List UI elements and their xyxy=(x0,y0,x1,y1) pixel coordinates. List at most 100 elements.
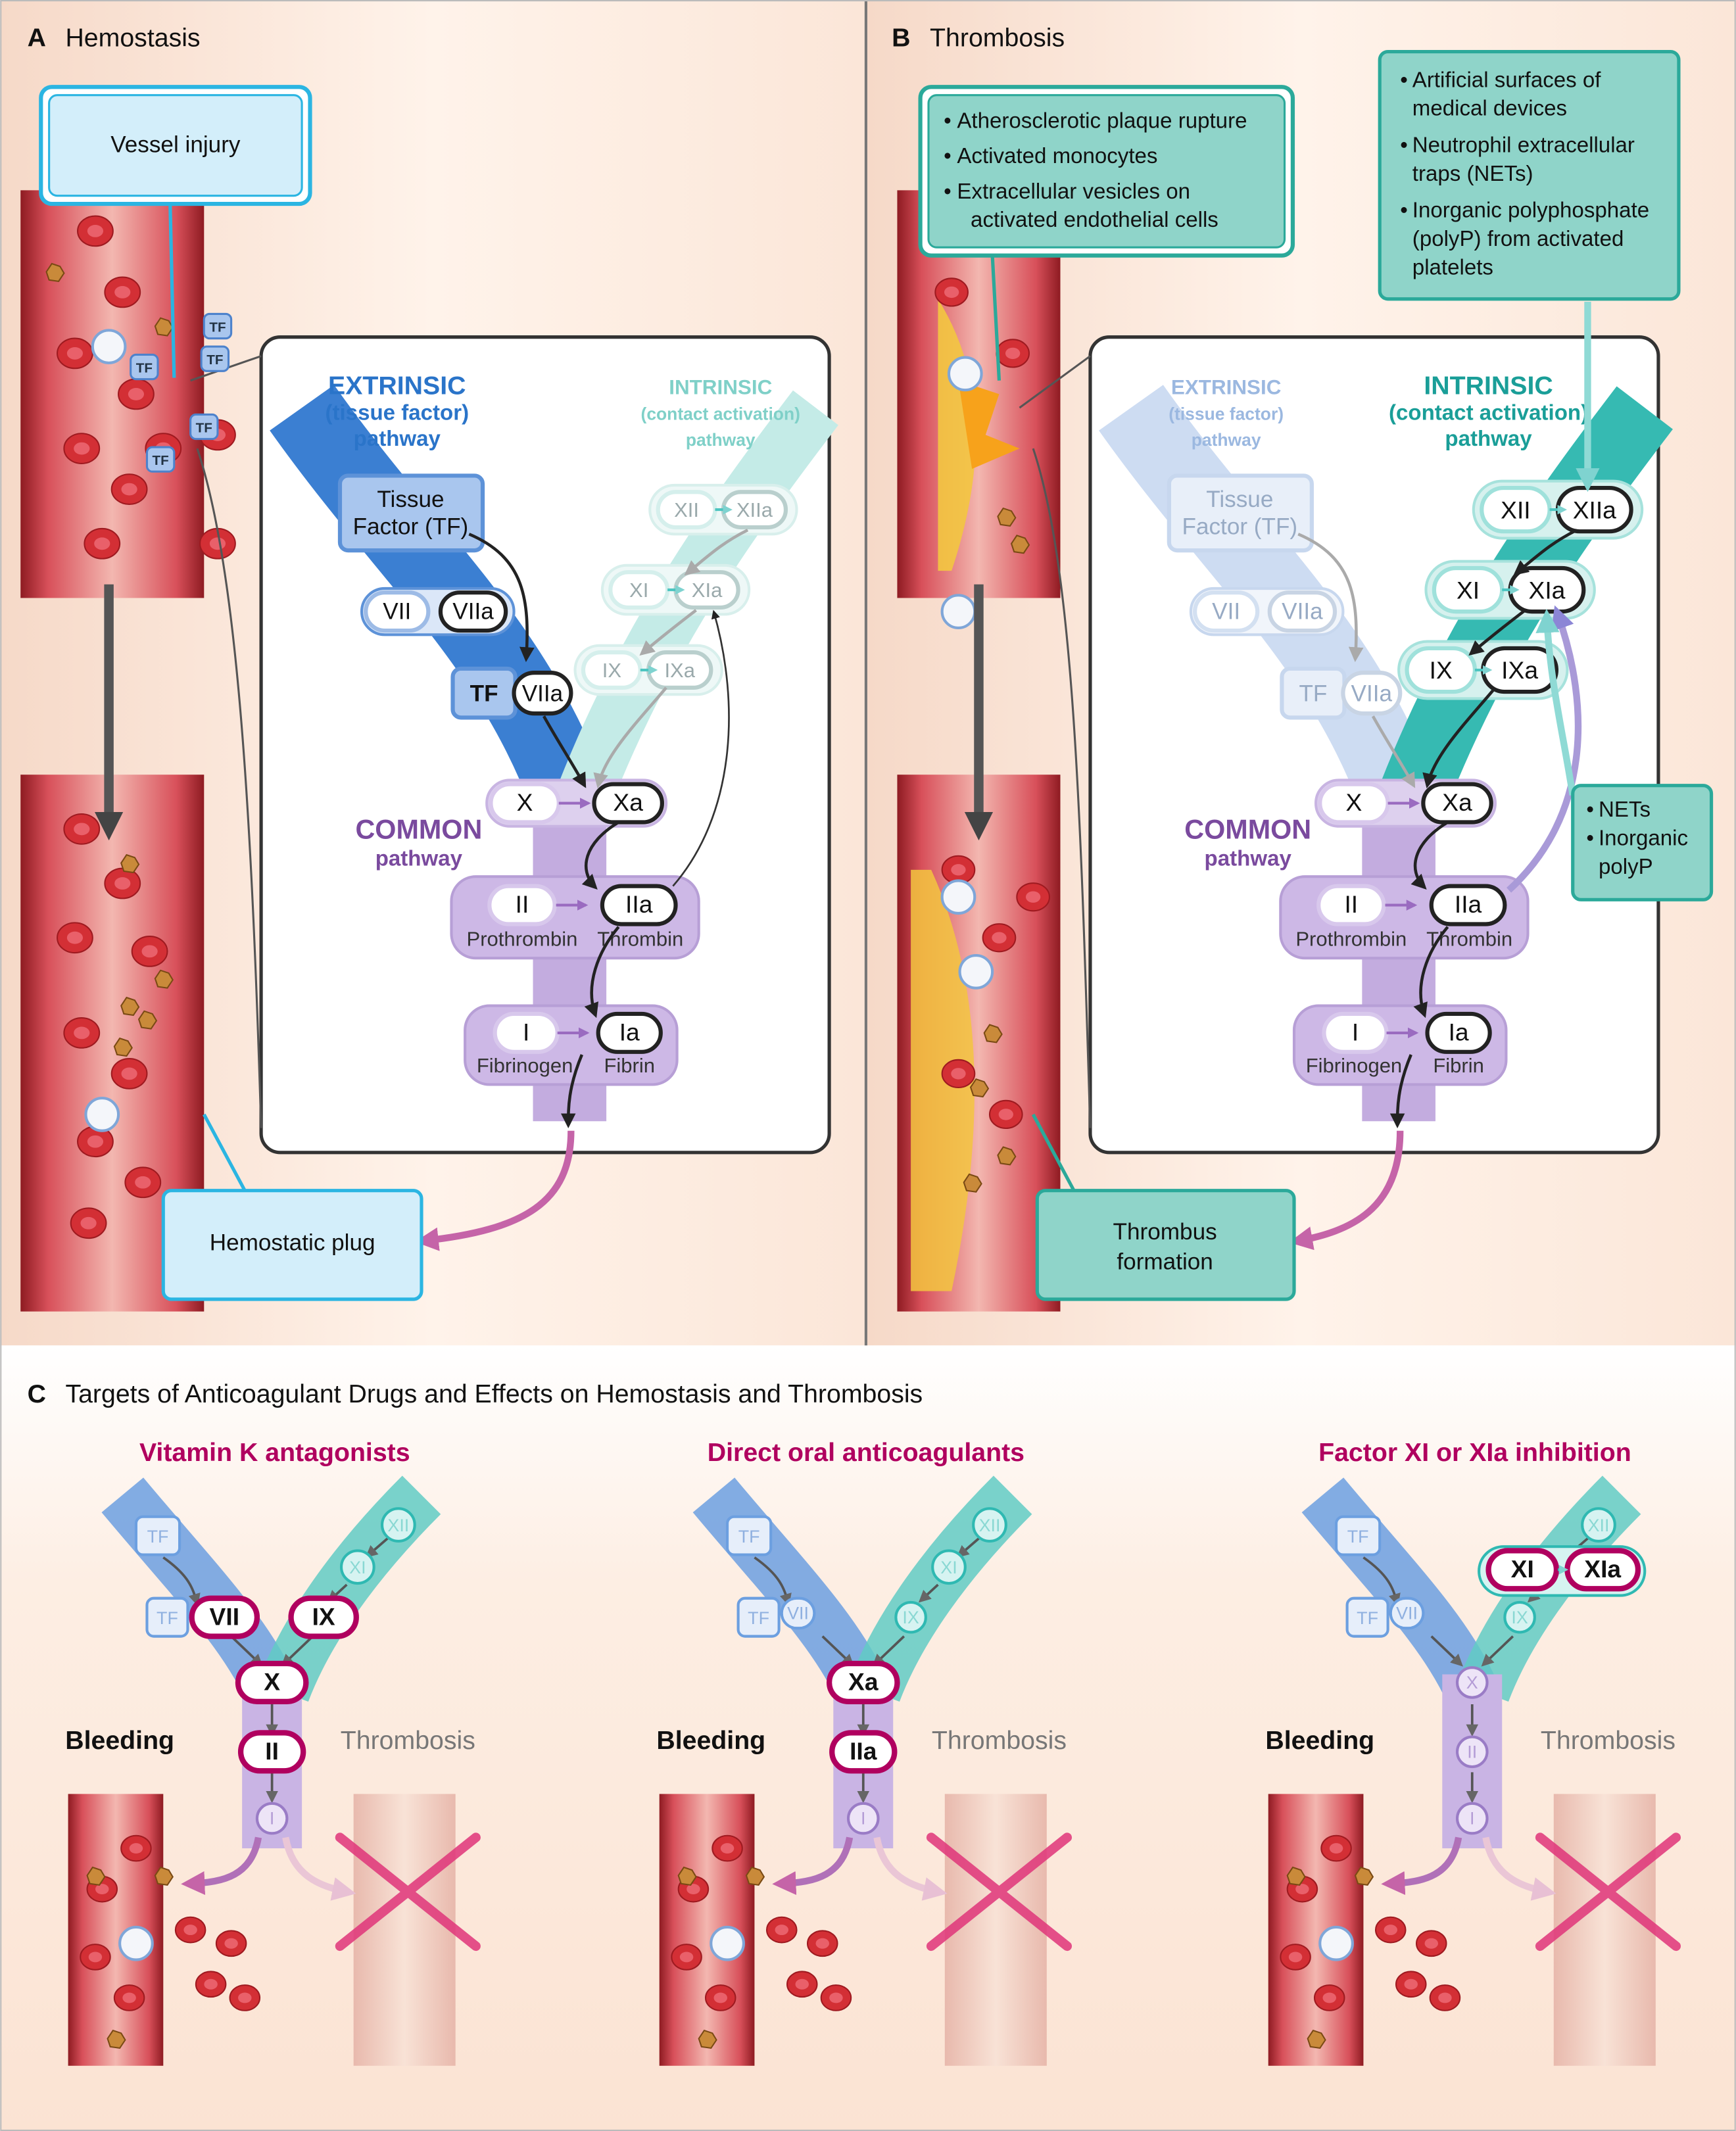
hemostatic-plug-box xyxy=(161,1189,423,1301)
white-blood-cell xyxy=(1318,1925,1354,1961)
intrinsic-subtitle: (contact activation) xyxy=(641,404,800,424)
extrinsic-title: EXTRINSIC xyxy=(328,371,466,400)
factor-iia-shape xyxy=(1429,884,1507,926)
red-blood-cell-center xyxy=(1025,891,1041,903)
factor-x: X xyxy=(489,782,561,825)
drug-title: Vitamin K antagonists xyxy=(139,1438,410,1467)
red-blood-cell-center xyxy=(951,864,966,876)
thrombin-feedback-arrow xyxy=(672,610,730,887)
hemostatic-plug-pointer xyxy=(203,1113,247,1191)
blood-vessel xyxy=(944,1794,1047,2066)
surface-trigger-item: (polyP) from activated xyxy=(1412,227,1624,251)
factor-viia-bound-shape xyxy=(1341,671,1403,716)
bullet: • xyxy=(1400,68,1408,92)
platelet xyxy=(107,2029,126,2049)
factor-i-shape xyxy=(846,1802,880,1835)
platelet xyxy=(745,1866,765,1886)
extrinsic-pathway-word: pathway xyxy=(354,427,441,451)
bullet: • xyxy=(1400,199,1408,223)
factor-xiia: XIIa xyxy=(721,490,788,530)
red-blood-cell-center xyxy=(795,1978,809,1990)
factor-ii: IIa xyxy=(829,1730,898,1774)
factor-xii: XII xyxy=(656,490,717,530)
factor-i-label: I xyxy=(270,1809,274,1829)
fibrin-label: Fibrin xyxy=(1433,1054,1484,1077)
tf-box xyxy=(1345,1596,1389,1638)
thrombus-label-1: Thrombus xyxy=(1113,1219,1217,1245)
factor-ia-shape xyxy=(596,1011,663,1054)
factor-xiia-label: XIIa xyxy=(736,498,773,521)
arrow-viia-to-xa xyxy=(1371,715,1416,788)
factor-i-shape xyxy=(1455,1802,1489,1835)
extrinsic-pathway-word: pathway xyxy=(1192,430,1261,450)
red-blood-cell-center xyxy=(114,877,131,890)
pathway-arrow xyxy=(956,1537,980,1558)
platelet xyxy=(983,1024,1003,1043)
surface-triggers-box xyxy=(1378,49,1681,301)
red-blood-cell-center xyxy=(66,931,84,944)
common-pathway-word: pathway xyxy=(375,847,463,871)
factor-ii: II xyxy=(487,884,557,926)
factor-ii: II xyxy=(1455,1735,1489,1769)
factor-vii-shape xyxy=(1389,1596,1425,1630)
factor-ii-label: II xyxy=(516,890,529,918)
factor-vii-label: VII xyxy=(1212,599,1240,625)
factor-xi: XI xyxy=(1432,565,1505,614)
thrombin-feedback-arrow xyxy=(1507,605,1582,893)
arrow-tf-to-viia xyxy=(468,533,535,663)
panel-b-letter: B xyxy=(892,23,910,52)
intrinsic-subtitle: (contact activation) xyxy=(1389,401,1588,425)
factor-vii-label: VII xyxy=(787,1604,809,1623)
trigger-item: Extracellular vesicles on xyxy=(957,180,1190,204)
inset-connector-bottom-b xyxy=(1032,448,1092,1128)
pathway-arrow xyxy=(365,1537,389,1558)
red-blood-cell-center xyxy=(88,1951,103,1963)
bleeding-arrow xyxy=(1381,1836,1462,1896)
thrombosis-label: Thrombosis xyxy=(341,1726,475,1755)
tf-badge-shape xyxy=(189,413,219,441)
arrow-xa-to-iia xyxy=(581,821,619,890)
factor-xia: XIa xyxy=(673,570,740,610)
pathway-arrow xyxy=(918,1583,939,1603)
blood-vessel xyxy=(68,1794,164,2066)
factor-ixa: IXa xyxy=(1481,646,1559,694)
factor-viia-bound: VIIa xyxy=(512,671,573,716)
vessel-injury-label: Vessel injury xyxy=(110,132,241,158)
intrinsic-title: INTRINSIC xyxy=(1424,371,1553,400)
platelet xyxy=(969,1078,990,1098)
thrombus-pointer xyxy=(1031,1113,1076,1191)
arrow-xa-to-iia xyxy=(1410,821,1449,890)
red-blood-cell-center xyxy=(87,1135,104,1148)
pathway-arrow xyxy=(821,1635,854,1667)
intrinsic-pathway-word: pathway xyxy=(1445,427,1532,451)
factor-ixa: IXa xyxy=(646,650,713,690)
factor-xi: XI xyxy=(931,1549,967,1585)
tissue-factor-label-2: Factor (TF) xyxy=(353,514,469,539)
factor-ixa-label: IXa xyxy=(1501,656,1538,684)
drug-title: Direct oral anticoagulants xyxy=(708,1438,1025,1467)
red-blood-cell-center xyxy=(129,1843,143,1854)
factor-i-label: I xyxy=(861,1809,865,1829)
red-blood-cell-center xyxy=(80,1216,97,1230)
vessel-injury-inner xyxy=(48,94,303,197)
factor-viia-bound-shape xyxy=(512,671,573,716)
tf-badge: TF xyxy=(145,446,176,473)
factor-xii: XII xyxy=(972,1507,1007,1543)
factor-i-label: I xyxy=(1352,1018,1359,1045)
red-blood-cell-center xyxy=(1438,1992,1452,2003)
factor-ii-label: II xyxy=(1467,1742,1477,1761)
factor-x-label: X xyxy=(517,788,533,816)
factor-vii: VII xyxy=(364,590,431,633)
arrow-ixa-to-xa xyxy=(1422,686,1497,789)
arrow-tf-to-viia xyxy=(1297,533,1364,663)
factor-i: I xyxy=(255,1802,289,1835)
factor-xii: XII xyxy=(1581,1507,1616,1543)
panel-a-pathway: EXTRINSIC(tissue factor)pathwayINTRINSIC… xyxy=(259,335,838,1155)
fibrin-label: Fibrin xyxy=(604,1054,655,1077)
thrombosis-arrow xyxy=(282,1836,356,1901)
trigger-item: Activated monocytes xyxy=(957,144,1157,168)
factor-ix: IX xyxy=(1405,646,1477,694)
factor-xi-shape xyxy=(339,1549,375,1585)
